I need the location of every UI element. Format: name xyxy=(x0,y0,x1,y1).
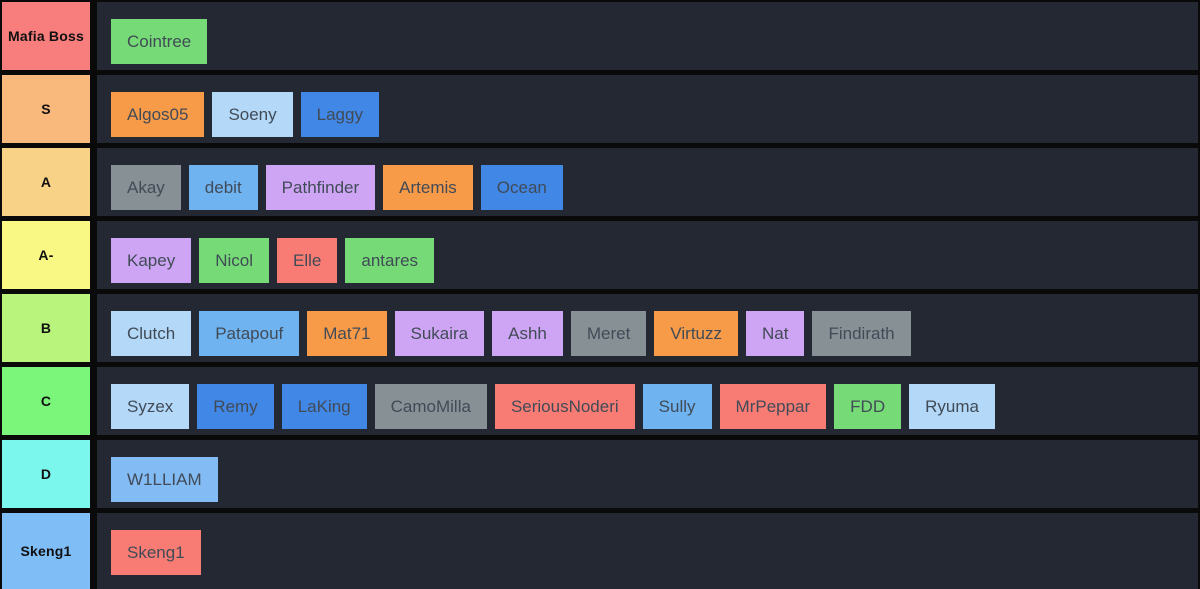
tier-item[interactable]: Clutch xyxy=(111,311,192,356)
tier-row-label: A xyxy=(2,148,90,216)
tier-row-label: B xyxy=(2,294,90,362)
tier-item[interactable]: Kapey xyxy=(111,238,192,283)
tier-item[interactable]: Mat71 xyxy=(307,311,387,356)
tier-item[interactable]: Sully xyxy=(642,384,712,429)
tier-row-label: Skeng1 xyxy=(2,513,90,589)
tier-item[interactable]: Artemis xyxy=(383,165,473,210)
tier-item[interactable]: antares xyxy=(345,238,435,283)
tier-item[interactable]: Soeny xyxy=(212,92,293,137)
tier-item[interactable]: Patapouf xyxy=(199,311,300,356)
tier-item[interactable]: Ashh xyxy=(492,311,563,356)
tier-item[interactable]: Sukaira xyxy=(394,311,485,356)
tier-item[interactable]: Ocean xyxy=(480,165,563,210)
tier-item[interactable]: Remy xyxy=(197,384,274,429)
tier-item[interactable]: Virtuzz xyxy=(654,311,739,356)
tier-item[interactable]: debit xyxy=(188,165,258,210)
tier-row-label: C xyxy=(2,367,90,435)
tier-item[interactable]: Findirath xyxy=(812,311,911,356)
tier-item[interactable]: Meret xyxy=(570,311,647,356)
tier-row-content: W1LLIAM xyxy=(97,440,1198,508)
tier-item[interactable]: Nicol xyxy=(199,238,269,283)
tier-row-label: D xyxy=(2,440,90,508)
tier-item[interactable]: Algos05 xyxy=(111,92,205,137)
tier-item[interactable]: Cointree xyxy=(111,19,208,64)
tier-row: Skeng1 Skeng1 xyxy=(2,513,1198,589)
tier-item[interactable]: LaKing xyxy=(281,384,367,429)
tier-item[interactable]: FDD xyxy=(834,384,902,429)
tier-item[interactable]: Akay xyxy=(111,165,181,210)
tier-item[interactable]: Ryuma xyxy=(909,384,995,429)
tier-item[interactable]: Pathfinder xyxy=(265,165,376,210)
tier-row-label: Mafia Boss xyxy=(2,2,90,70)
tier-item[interactable]: Skeng1 xyxy=(111,530,201,575)
tier-item[interactable]: CamoMilla xyxy=(374,384,487,429)
tier-item[interactable]: W1LLIAM xyxy=(111,457,218,502)
tier-row-content: Cointree xyxy=(97,2,1198,70)
tier-row-label: S xyxy=(2,75,90,143)
tier-row: Mafia Boss Cointree xyxy=(2,2,1198,70)
tier-row: D W1LLIAM xyxy=(2,440,1198,508)
tier-item[interactable]: Syzex xyxy=(111,384,190,429)
tier-row-label: A- xyxy=(2,221,90,289)
tier-item[interactable]: Laggy xyxy=(300,92,379,137)
tier-item[interactable]: SeriousNoderi xyxy=(494,384,635,429)
tier-item[interactable]: MrPeppar xyxy=(719,384,827,429)
tier-item[interactable]: Nat xyxy=(746,311,805,356)
tier-row-content: Skeng1 xyxy=(97,513,1198,589)
tier-item[interactable]: Elle xyxy=(277,238,338,283)
